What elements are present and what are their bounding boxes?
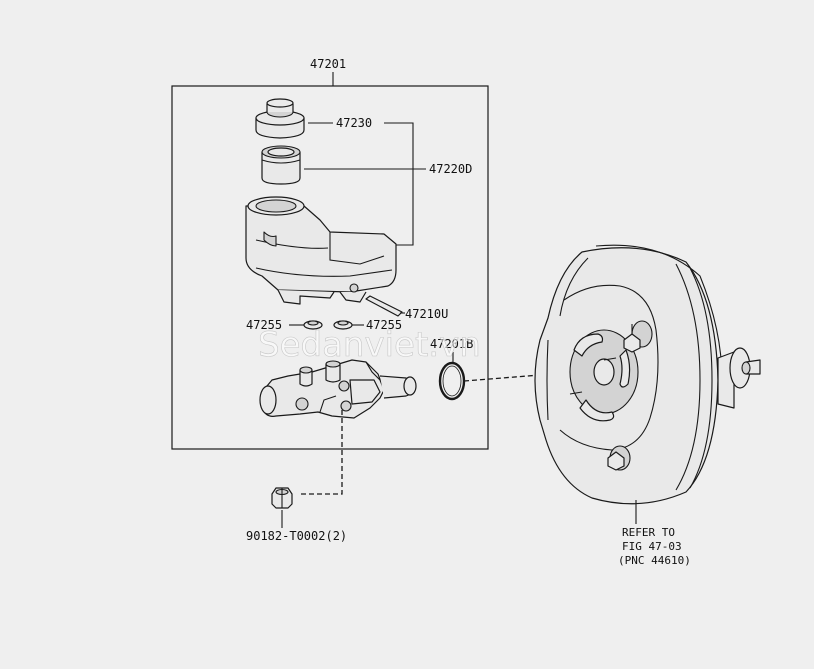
label-47220d: 47220D (429, 162, 472, 176)
o-ring (438, 361, 466, 401)
reservoir-cap (255, 98, 305, 139)
label-47230: 47230 (336, 116, 372, 130)
label-refer-line3: (PNC 44610) (618, 554, 691, 567)
assembly-frame (171, 72, 489, 450)
reservoir-pin (365, 295, 403, 317)
label-47255-left: 47255 (246, 318, 282, 332)
hex-nut (271, 487, 293, 509)
watermark: Sedanviet.vn (258, 325, 481, 365)
dashed-line-nut (300, 410, 343, 495)
leader-47230-bracket (384, 122, 414, 246)
grommet-right (333, 320, 353, 330)
master-cylinder-body (259, 359, 417, 419)
label-47210u: 47210U (405, 307, 448, 321)
label-47255-right: 47255 (366, 318, 402, 332)
reservoir-strainer (261, 145, 301, 185)
reservoir-tank (245, 196, 397, 305)
label-47201b: 47201B (430, 337, 473, 351)
label-refer-line2: FIG 47-03 (622, 540, 682, 553)
brake-booster (534, 244, 761, 505)
label-47201: 47201 (310, 57, 346, 71)
dashed-line-booster (463, 371, 579, 382)
label-refer-line1: REFER TO (622, 526, 675, 539)
grommet-left (303, 320, 323, 330)
label-90182: 90182-T0002(2) (246, 529, 347, 543)
